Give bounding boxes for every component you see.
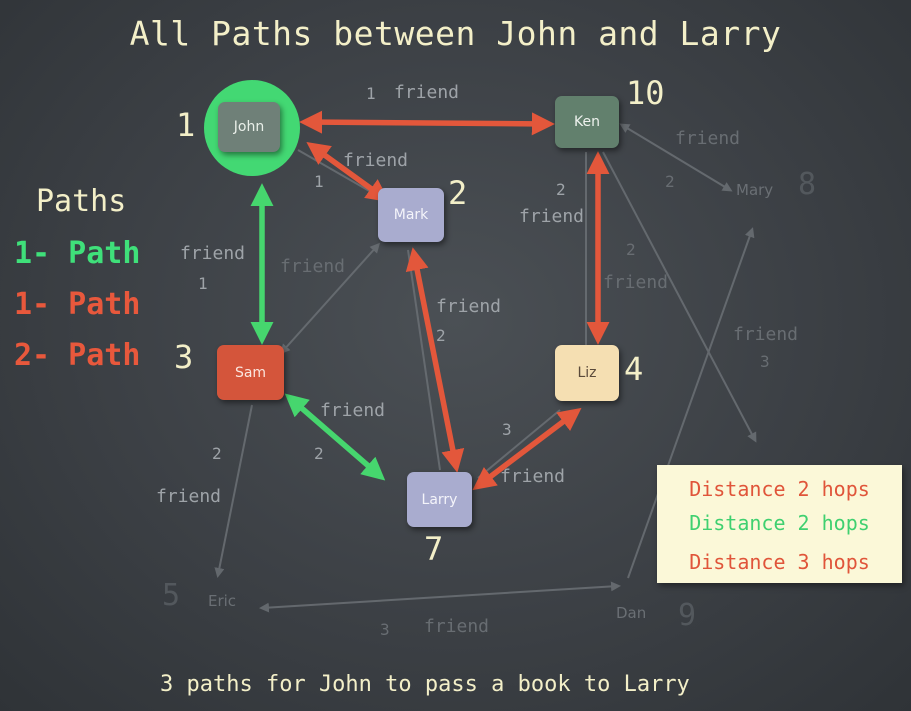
node-sam-label: Sam	[234, 364, 267, 381]
edge-ken-dan	[602, 151, 757, 443]
bottom-caption: 3 paths for John to pass a book to Larry	[160, 672, 690, 697]
node-ken-number: 10	[626, 74, 665, 112]
label-liz-larry-weight: 3	[502, 420, 512, 439]
label-john-ken-weight: 1	[366, 84, 376, 103]
label-mary-dan-friend: friend	[733, 324, 799, 345]
path-item-green: 1- Path	[14, 236, 141, 271]
label-sam-eric-weight: 2	[212, 444, 222, 463]
arrow-john-ken	[299, 110, 555, 136]
node-dan-number: 9	[678, 598, 697, 633]
edge-ken-mary	[619, 123, 733, 192]
node-mark[interactable]: Mark	[378, 188, 444, 242]
node-larry[interactable]: Larry	[407, 472, 472, 527]
label-mark-larry-friend: friend	[436, 296, 502, 317]
node-mary-number: 8	[798, 167, 817, 202]
node-larry-number: 7	[424, 530, 444, 568]
label-john-mark-friend: friend	[343, 150, 409, 171]
label-eric-dan-friend: friend	[424, 616, 490, 637]
label-liz-larry-friend: friend	[500, 466, 566, 487]
node-mary-label: Mary	[736, 181, 774, 199]
label-mary-dan-weight: 3	[760, 352, 770, 371]
label-sam-mark-friend: friend	[280, 256, 346, 277]
legend-line-red-1: Distance 2 hops	[689, 477, 870, 501]
node-john[interactable]: John	[218, 102, 280, 152]
page-title: All Paths between John and Larry	[129, 14, 782, 53]
label-ken-dan-friend: friend	[603, 272, 669, 293]
legend-line-green: Distance 2 hops	[689, 511, 870, 535]
node-john-number: 1	[176, 106, 196, 144]
edge-sam-eric	[214, 404, 253, 578]
label-ken-mary-weight: 2	[665, 172, 675, 191]
arrow-liz-larry	[472, 407, 582, 491]
path-item-red-1: 1- Path	[14, 287, 141, 322]
label-eric-dan-weight: 3	[380, 620, 390, 639]
node-liz[interactable]: Liz	[555, 345, 619, 401]
label-sam-larry-weight: 2	[314, 444, 324, 463]
label-john-ken-friend: friend	[394, 82, 460, 103]
node-dan-label: Dan	[616, 604, 647, 622]
node-mark-number: 2	[448, 174, 468, 212]
node-larry-label: Larry	[421, 491, 458, 508]
path-item-red-2: 2- Path	[14, 338, 141, 373]
label-ken-liz-friend: friend	[519, 206, 585, 227]
label-ken-mary-friend: friend	[675, 128, 741, 149]
edge-sam-mark	[279, 242, 381, 355]
label-john-sam-friend: friend	[180, 243, 246, 264]
distance-legend: Distance 2 hops Distance 2 hops Distance…	[657, 465, 902, 583]
paths-heading: Paths	[36, 184, 127, 219]
arrow-mark-larry	[405, 247, 465, 473]
node-liz-number: 4	[624, 350, 644, 388]
edge-eric-dan	[259, 581, 621, 613]
label-mark-larry-weight: 2	[436, 326, 446, 345]
node-john-label: John	[233, 119, 265, 135]
arrow-sam-larry	[284, 393, 386, 481]
node-eric-label: Eric	[208, 592, 237, 610]
label-ken-liz-weight: 2	[556, 180, 566, 199]
node-eric-number: 5	[162, 578, 181, 613]
label-ken-dan-weight: 2	[626, 240, 636, 259]
node-sam-number: 3	[174, 338, 194, 376]
label-john-sam-weight: 1	[198, 274, 208, 293]
label-sam-larry-friend: friend	[320, 400, 386, 421]
legend-line-red-2: Distance 3 hops	[689, 550, 870, 574]
node-mark-label: Mark	[393, 207, 429, 223]
node-ken-label: Ken	[574, 114, 600, 130]
arrow-john-mark	[306, 141, 390, 203]
edge-mary-dan	[627, 227, 755, 579]
label-john-mark-weight: 1	[314, 172, 324, 191]
label-sam-eric-friend: friend	[156, 486, 222, 507]
node-ken[interactable]: Ken	[555, 96, 619, 148]
node-sam[interactable]: Sam	[217, 345, 284, 400]
node-liz-label: Liz	[577, 365, 597, 381]
